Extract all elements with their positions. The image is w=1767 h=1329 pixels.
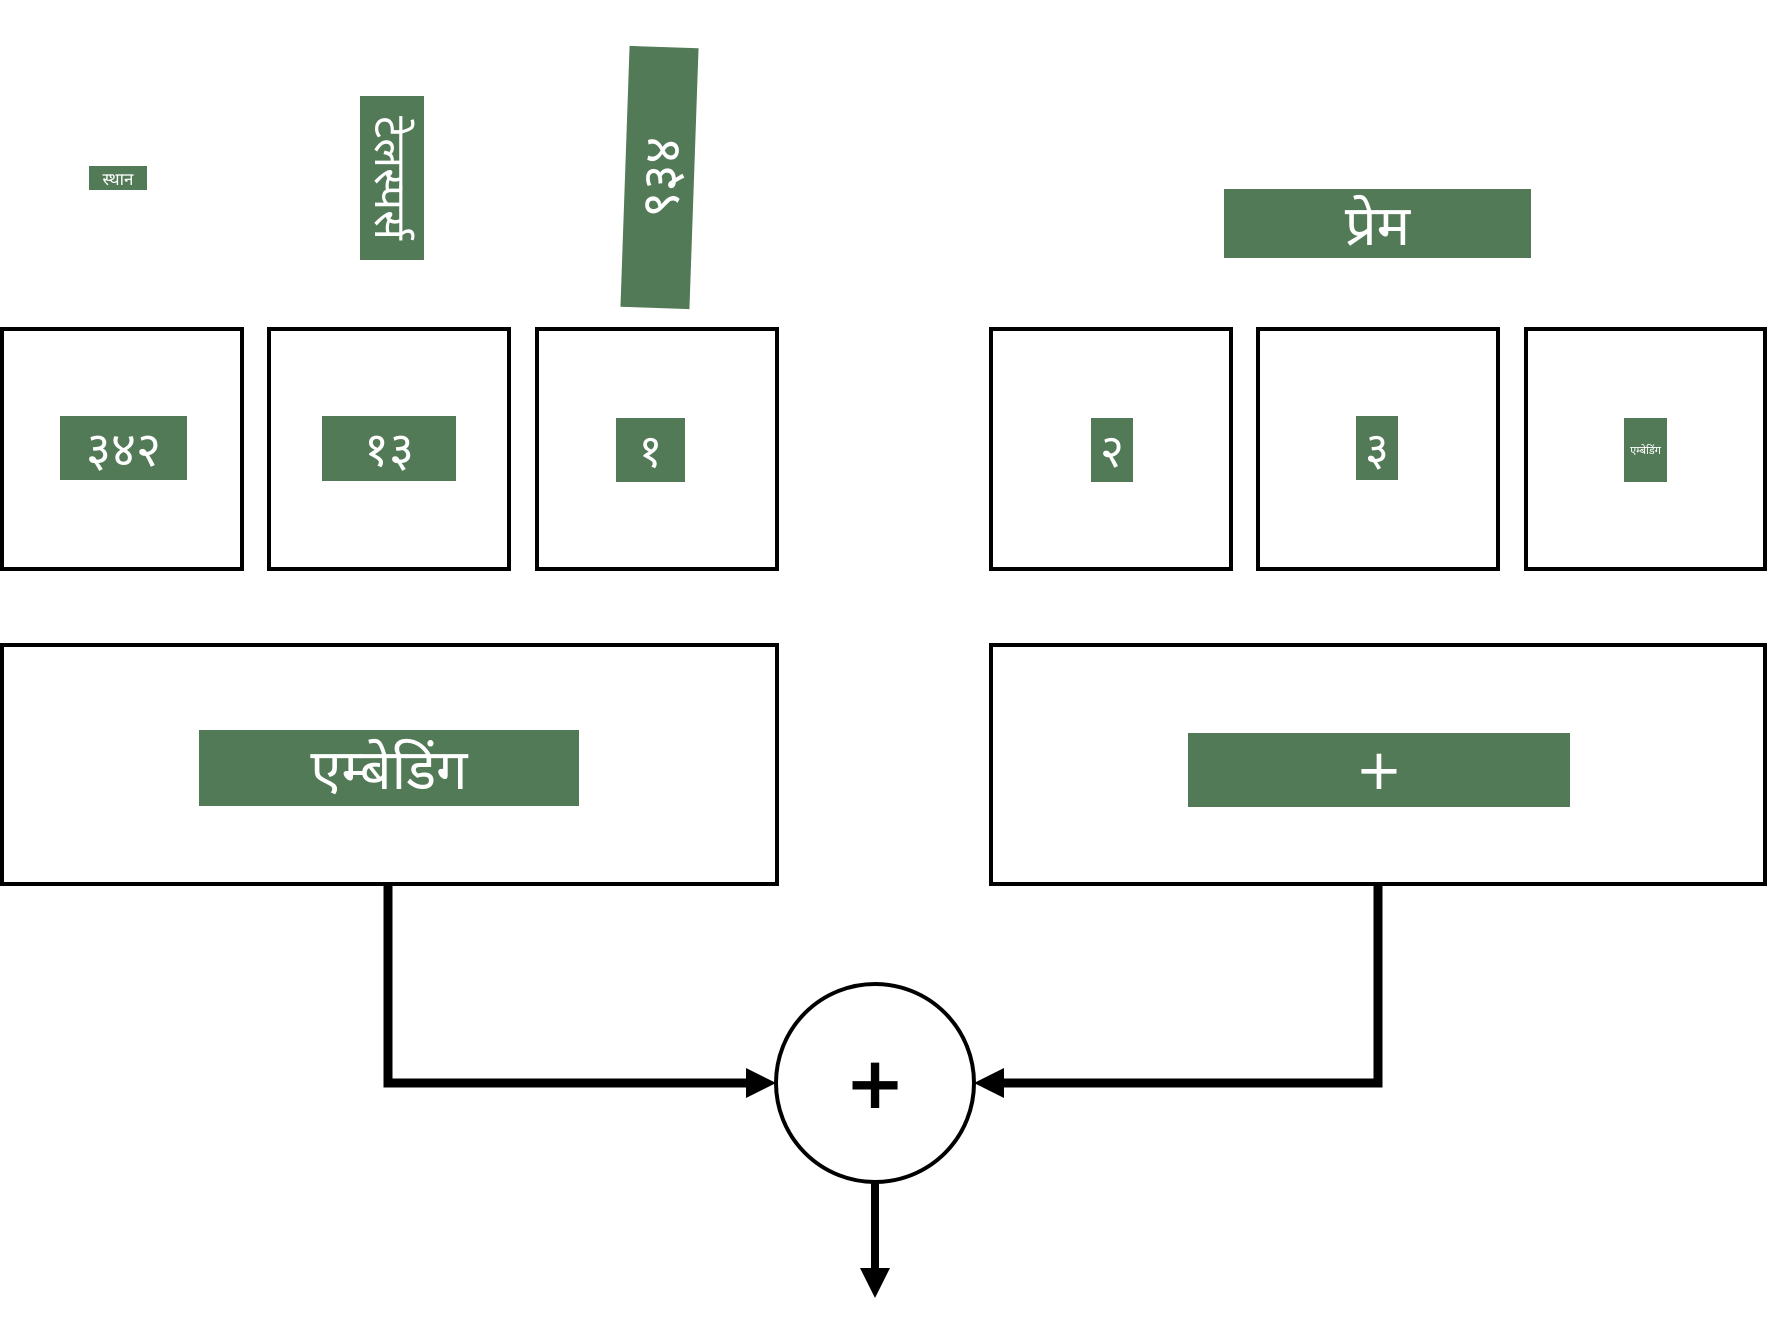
token-right-2: ३ <box>1356 416 1398 480</box>
token-left-2: १३ <box>322 416 456 481</box>
embedding-label: एम्बेडिंग <box>199 730 579 806</box>
left-connector <box>383 886 752 1088</box>
label-prem: प्रेम <box>1224 189 1531 258</box>
token-box-left-3 <box>535 327 779 571</box>
positional-label: + <box>1188 733 1570 807</box>
label-vertical-2: ९३४ <box>620 45 699 310</box>
output-arrowhead <box>860 1268 890 1298</box>
left-arrowhead <box>746 1068 776 1098</box>
token-left-1: ३४२ <box>60 416 187 480</box>
token-right-1: २ <box>1091 418 1133 482</box>
label-vertical-1: टेलस्पर्स <box>360 96 424 260</box>
label-vertical-1-wrap: टेलस्पर्स <box>360 96 424 260</box>
right-arrowhead <box>974 1068 1004 1098</box>
right-connector <box>1002 886 1383 1088</box>
token-right-3: एम्बेडिंग <box>1624 418 1667 482</box>
sum-symbol: + <box>844 1041 906 1125</box>
label-vertical-2-wrap: ९३४ <box>620 45 699 310</box>
token-box-left-1 <box>0 327 244 571</box>
token-box-right-2 <box>1256 327 1500 571</box>
token-left-3: १ <box>616 418 685 482</box>
label-sthan: स्थान <box>89 166 147 190</box>
